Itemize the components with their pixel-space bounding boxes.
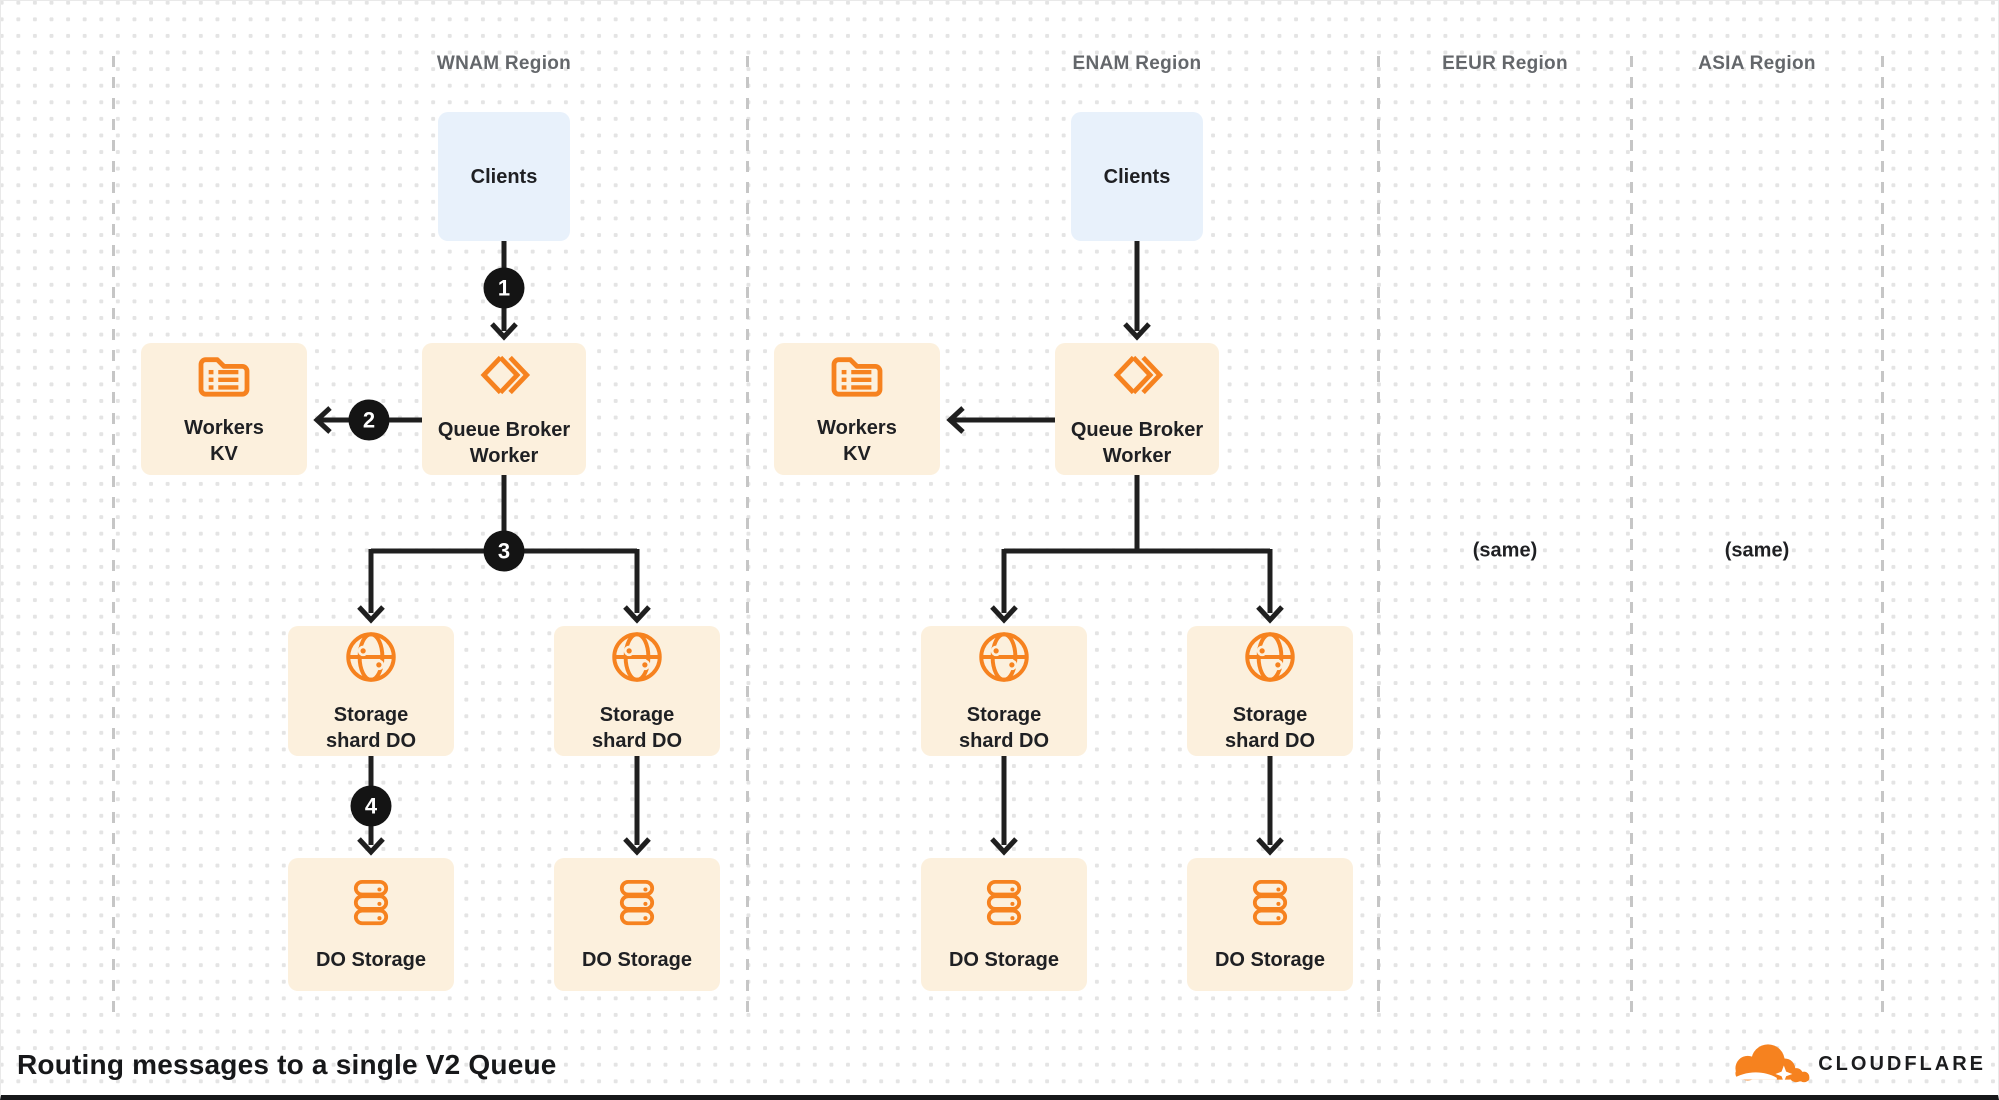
region-header-asia: ASIA Region	[1698, 53, 1816, 74]
storage-database-icon	[610, 876, 664, 935]
cloudflare-wordmark: CLOUDFLARE	[1818, 1052, 1986, 1075]
arrow-enam-broker-to-kv	[946, 406, 1055, 434]
region-divider	[1630, 56, 1633, 1014]
queues-icon	[1109, 350, 1165, 405]
wnam-storage-shard-node-right: Storage shard DO	[554, 626, 720, 756]
region-divider	[112, 56, 115, 1014]
wnam-queue-broker-node: Queue Broker Worker	[422, 343, 586, 475]
enam-storage-shard-node-left: Storage shard DO	[921, 626, 1087, 756]
arrow-wnam-storage-to-do-right	[623, 756, 651, 856]
arrow-enam-broker-split	[990, 475, 1284, 624]
node-label: Storage shard DO	[1224, 703, 1316, 752]
node-label: DO Storage	[1214, 949, 1326, 971]
node-label: Storage shard DO	[958, 703, 1050, 752]
enam-workers-kv-node: Workers KV	[774, 343, 940, 475]
storage-database-icon	[344, 876, 398, 935]
durable-object-globe-icon	[609, 629, 665, 690]
node-label: Clients	[1103, 165, 1171, 188]
arrow-enam-storage-to-do-left	[990, 756, 1018, 856]
storage-database-icon	[1243, 876, 1297, 935]
durable-object-globe-icon	[976, 629, 1032, 690]
asia-same-label: (same)	[1724, 539, 1790, 562]
wnam-workers-kv-node: Workers KV	[141, 343, 307, 475]
wnam-do-storage-node-right: DO Storage	[554, 858, 720, 991]
cloudflare-brand: CLOUDFLARE	[1724, 1039, 1986, 1089]
node-label: DO Storage	[581, 949, 693, 971]
enam-do-storage-node-right: DO Storage	[1187, 858, 1353, 991]
node-label: Storage shard DO	[325, 703, 417, 752]
node-label: Queue Broker Worker	[1070, 418, 1204, 467]
node-label: Storage shard DO	[591, 703, 683, 752]
arrow-enam-storage-to-do-right	[1256, 756, 1284, 856]
eeur-same-label: (same)	[1472, 539, 1538, 562]
node-label: DO Storage	[948, 949, 1060, 971]
durable-object-globe-icon	[343, 629, 399, 690]
region-header-wnam: WNAM Region	[436, 53, 572, 74]
queues-icon	[476, 350, 532, 405]
storage-database-icon	[977, 876, 1031, 935]
step-badge-1: 1	[483, 267, 525, 309]
enam-storage-shard-node-right: Storage shard DO	[1187, 626, 1353, 756]
region-header-eeur: EEUR Region	[1442, 53, 1568, 74]
wnam-do-storage-node-left: DO Storage	[288, 858, 454, 991]
enam-queue-broker-node: Queue Broker Worker	[1055, 343, 1219, 475]
node-label: Workers KV	[184, 416, 264, 465]
node-label: Queue Broker Worker	[437, 418, 571, 467]
kv-folder-icon	[828, 352, 886, 403]
step-badge-2: 2	[348, 399, 390, 441]
kv-folder-icon	[195, 352, 253, 403]
enam-do-storage-node-left: DO Storage	[921, 858, 1087, 991]
diagram-title: Routing messages to a single V2 Queue	[17, 1049, 557, 1080]
node-label: Workers KV	[817, 416, 897, 465]
durable-object-globe-icon	[1242, 629, 1298, 690]
region-divider	[746, 56, 749, 1014]
step-badge-3: 3	[483, 530, 525, 572]
step-badge-4: 4	[350, 785, 392, 827]
arrow-enam-clients-to-broker	[1123, 241, 1151, 341]
region-header-enam: ENAM Region	[1072, 53, 1202, 74]
cloudflare-cloud-icon	[1724, 1039, 1812, 1090]
node-label: Clients	[470, 165, 538, 188]
wnam-clients-node: Clients	[438, 112, 570, 241]
region-divider	[1881, 56, 1884, 1014]
wnam-storage-shard-node-left: Storage shard DO	[288, 626, 454, 756]
node-label: DO Storage	[315, 949, 427, 971]
region-divider	[1377, 56, 1380, 1014]
enam-clients-node: Clients	[1071, 112, 1203, 241]
